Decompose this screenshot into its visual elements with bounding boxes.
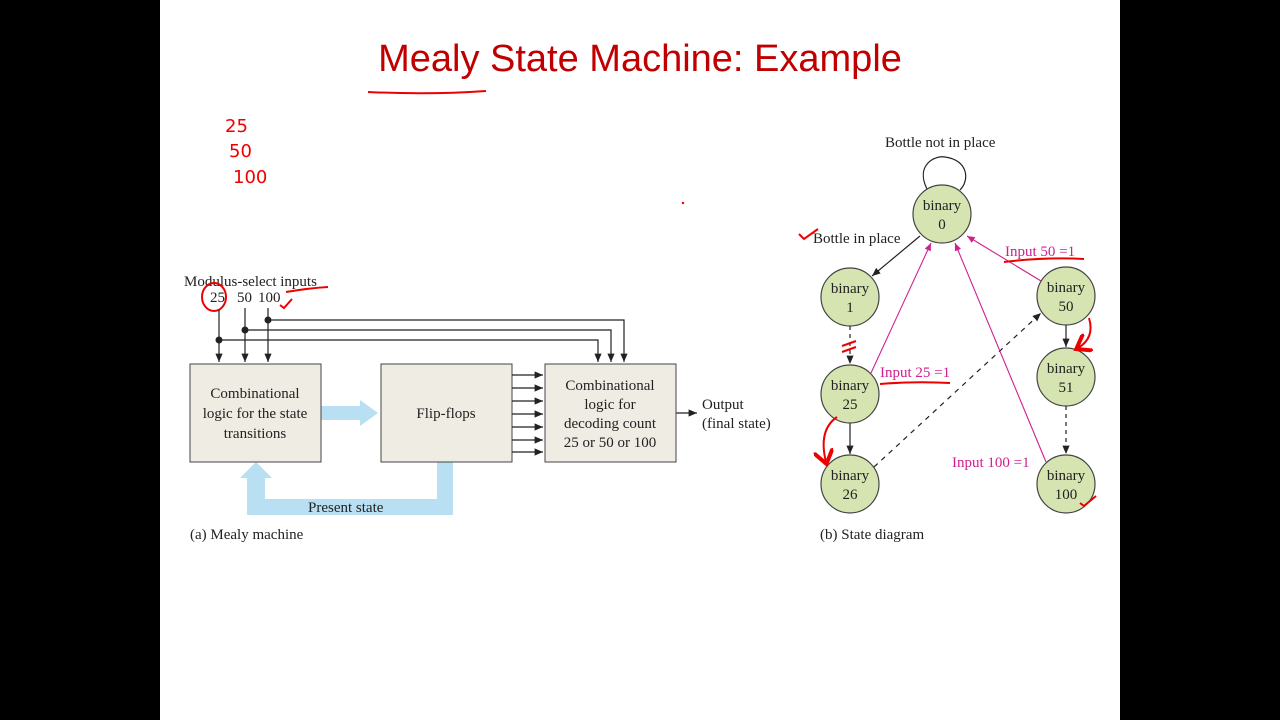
mealy-machine-diagram: Modulus-select inputs 25 50 100 Present … bbox=[184, 274, 771, 543]
red-annotations bbox=[824, 257, 1097, 508]
state-circle bbox=[820, 364, 880, 424]
check-annotation bbox=[279, 286, 329, 310]
state-label: binary bbox=[831, 468, 870, 484]
transitions-black bbox=[846, 235, 1070, 468]
state-circle bbox=[820, 267, 880, 327]
present-state-feedback bbox=[240, 462, 453, 515]
transition-logic-box bbox=[189, 363, 322, 463]
self-loop-arrow bbox=[922, 156, 967, 199]
stray-dot bbox=[681, 201, 685, 205]
state-circle bbox=[1036, 454, 1096, 514]
box-text: Combinational bbox=[210, 386, 299, 402]
bottle-in-place-label: Bottle in place bbox=[813, 231, 901, 247]
output-label: Output bbox=[702, 397, 745, 413]
caption-b: (b) State diagram bbox=[820, 527, 924, 543]
caption-a: (a) Mealy machine bbox=[190, 527, 304, 543]
state-node-s1: binary 1 bbox=[820, 267, 880, 327]
state-label: 0 bbox=[938, 217, 946, 233]
state-label: binary bbox=[831, 378, 870, 394]
state-label: 51 bbox=[1059, 380, 1074, 396]
state-circle bbox=[1036, 347, 1096, 407]
state-node-s26: binary 26 bbox=[820, 454, 880, 514]
output-sublabel: (final state) bbox=[702, 416, 771, 432]
input-wires bbox=[215, 308, 628, 362]
handwritten-50: 50 bbox=[229, 141, 252, 162]
inputs-label: Modulus-select inputs bbox=[184, 274, 317, 290]
input-50-label: 50 bbox=[237, 290, 252, 306]
state-label: binary bbox=[1047, 361, 1086, 377]
handwritten-25: 25 bbox=[225, 116, 248, 137]
input-100-transition-label: Input 100 =1 bbox=[952, 455, 1030, 471]
state-label: 26 bbox=[843, 487, 859, 503]
state-label: binary bbox=[1047, 280, 1086, 296]
input-50-transition-label: Input 50 =1 bbox=[1005, 244, 1075, 260]
state-node-s100: binary 100 bbox=[1036, 454, 1096, 514]
box-text: Flip-flops bbox=[416, 406, 475, 422]
self-loop-label: Bottle not in place bbox=[885, 135, 996, 151]
state-diagram: Bottle not in place Bottle in place Inpu… bbox=[798, 135, 1097, 543]
input-25-transition-label: Input 25 =1 bbox=[880, 365, 950, 381]
box-text: Combinational bbox=[565, 378, 654, 394]
input-100-label: 100 bbox=[258, 290, 281, 306]
box-text: decoding count bbox=[564, 416, 657, 432]
slide bbox=[160, 0, 1120, 720]
box-text: 25 or 50 or 100 bbox=[564, 435, 657, 451]
state-label: 25 bbox=[843, 397, 858, 413]
state-node-s25: binary 25 bbox=[820, 364, 880, 424]
title-underline bbox=[367, 90, 487, 95]
state-node-s0: binary 0 bbox=[912, 184, 972, 244]
state-circle bbox=[912, 184, 972, 244]
flow-arrow bbox=[321, 400, 378, 426]
slide-title: Mealy State Machine: Example bbox=[378, 38, 902, 80]
state-label: binary bbox=[831, 281, 870, 297]
state-label: 1 bbox=[846, 300, 854, 316]
state-label: 100 bbox=[1055, 487, 1078, 503]
handwritten-100: 100 bbox=[233, 167, 267, 188]
input-25-label: 25 bbox=[210, 290, 225, 306]
state-label: binary bbox=[923, 198, 962, 214]
state-node-s50: binary 50 bbox=[1036, 266, 1096, 326]
transitions-pink bbox=[870, 235, 1047, 463]
flip-flops-box bbox=[380, 363, 513, 463]
state-circle bbox=[820, 454, 880, 514]
circle-annotation bbox=[201, 282, 227, 312]
box-text: transitions bbox=[224, 426, 287, 442]
check-annotation bbox=[798, 228, 819, 241]
decoder-box bbox=[544, 363, 677, 463]
state-label: binary bbox=[1047, 468, 1086, 484]
present-state-label: Present state bbox=[308, 500, 384, 516]
state-circle bbox=[1036, 266, 1096, 326]
box-text: logic for the state bbox=[203, 406, 308, 422]
state-node-s51: binary 51 bbox=[1036, 347, 1096, 407]
state-bus bbox=[512, 371, 697, 456]
box-text: logic for bbox=[584, 397, 635, 413]
state-label: 50 bbox=[1059, 299, 1074, 315]
